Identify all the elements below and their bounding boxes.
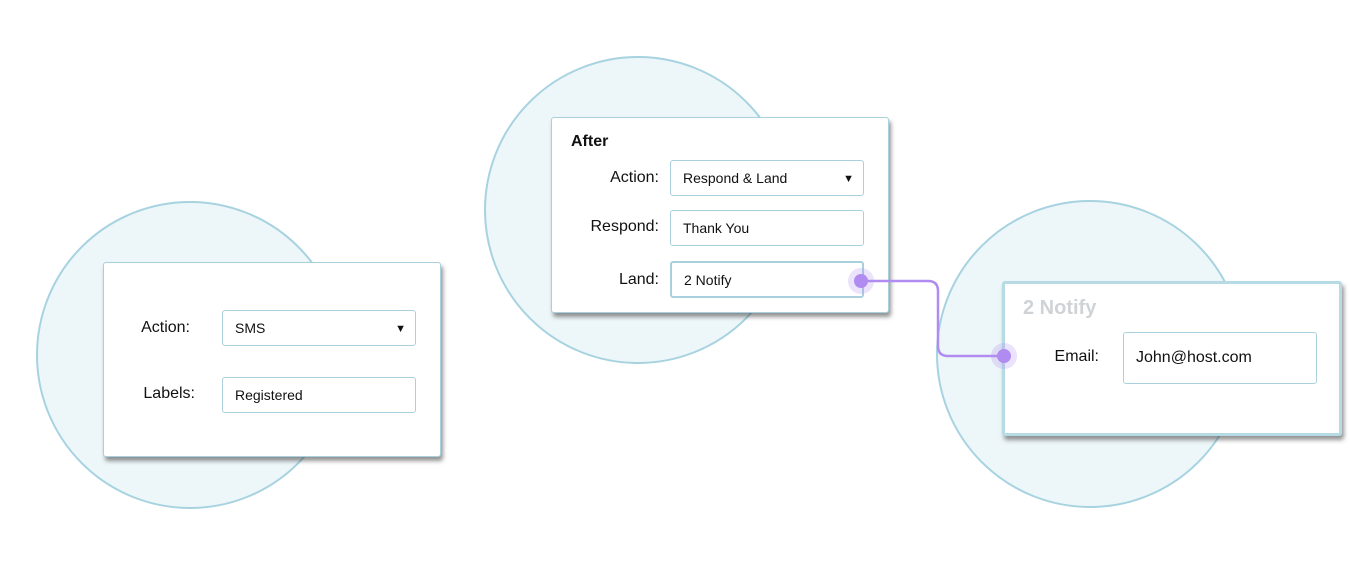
email-label: Email: bbox=[1054, 348, 1099, 365]
action-select[interactable]: SMS ▼ bbox=[222, 310, 416, 346]
land-input-value: 2 Notify bbox=[684, 271, 732, 288]
labels-label: Labels: bbox=[143, 385, 195, 402]
after-node-title: After bbox=[571, 133, 609, 150]
action-select[interactable]: Respond & Land ▼ bbox=[670, 160, 864, 196]
email-input[interactable]: John@host.com bbox=[1123, 332, 1317, 384]
land-label: Land: bbox=[618, 271, 659, 288]
action-label: Action: bbox=[141, 319, 190, 336]
caret-down-icon: ▼ bbox=[843, 173, 854, 186]
caret-down-icon: ▼ bbox=[395, 323, 406, 336]
action-label: Action: bbox=[610, 169, 659, 186]
email-input-value: John@host.com bbox=[1136, 349, 1252, 366]
after-node-card[interactable]: After Action: Respond & Land ▼ Respond: … bbox=[551, 117, 889, 313]
labels-input[interactable]: Registered bbox=[222, 377, 416, 413]
connection-port-icon[interactable] bbox=[854, 274, 868, 288]
notify-node-title: 2 Notify bbox=[1023, 297, 1097, 319]
labels-input-value: Registered bbox=[235, 387, 303, 403]
action-select-value: SMS bbox=[235, 320, 266, 336]
respond-input[interactable]: Thank You bbox=[670, 210, 864, 246]
respond-input-value: Thank You bbox=[683, 220, 750, 236]
connector-line bbox=[861, 279, 1004, 358]
notify-node-card[interactable]: 2 Notify Email: John@host.com bbox=[1002, 281, 1342, 436]
respond-label: Respond: bbox=[590, 218, 660, 235]
sms-node-card[interactable]: Action: SMS ▼ Labels: Registered bbox=[103, 262, 441, 457]
land-input[interactable]: 2 Notify bbox=[670, 261, 864, 298]
action-select-value: Respond & Land bbox=[683, 170, 788, 186]
connection-port-icon[interactable] bbox=[997, 349, 1011, 363]
